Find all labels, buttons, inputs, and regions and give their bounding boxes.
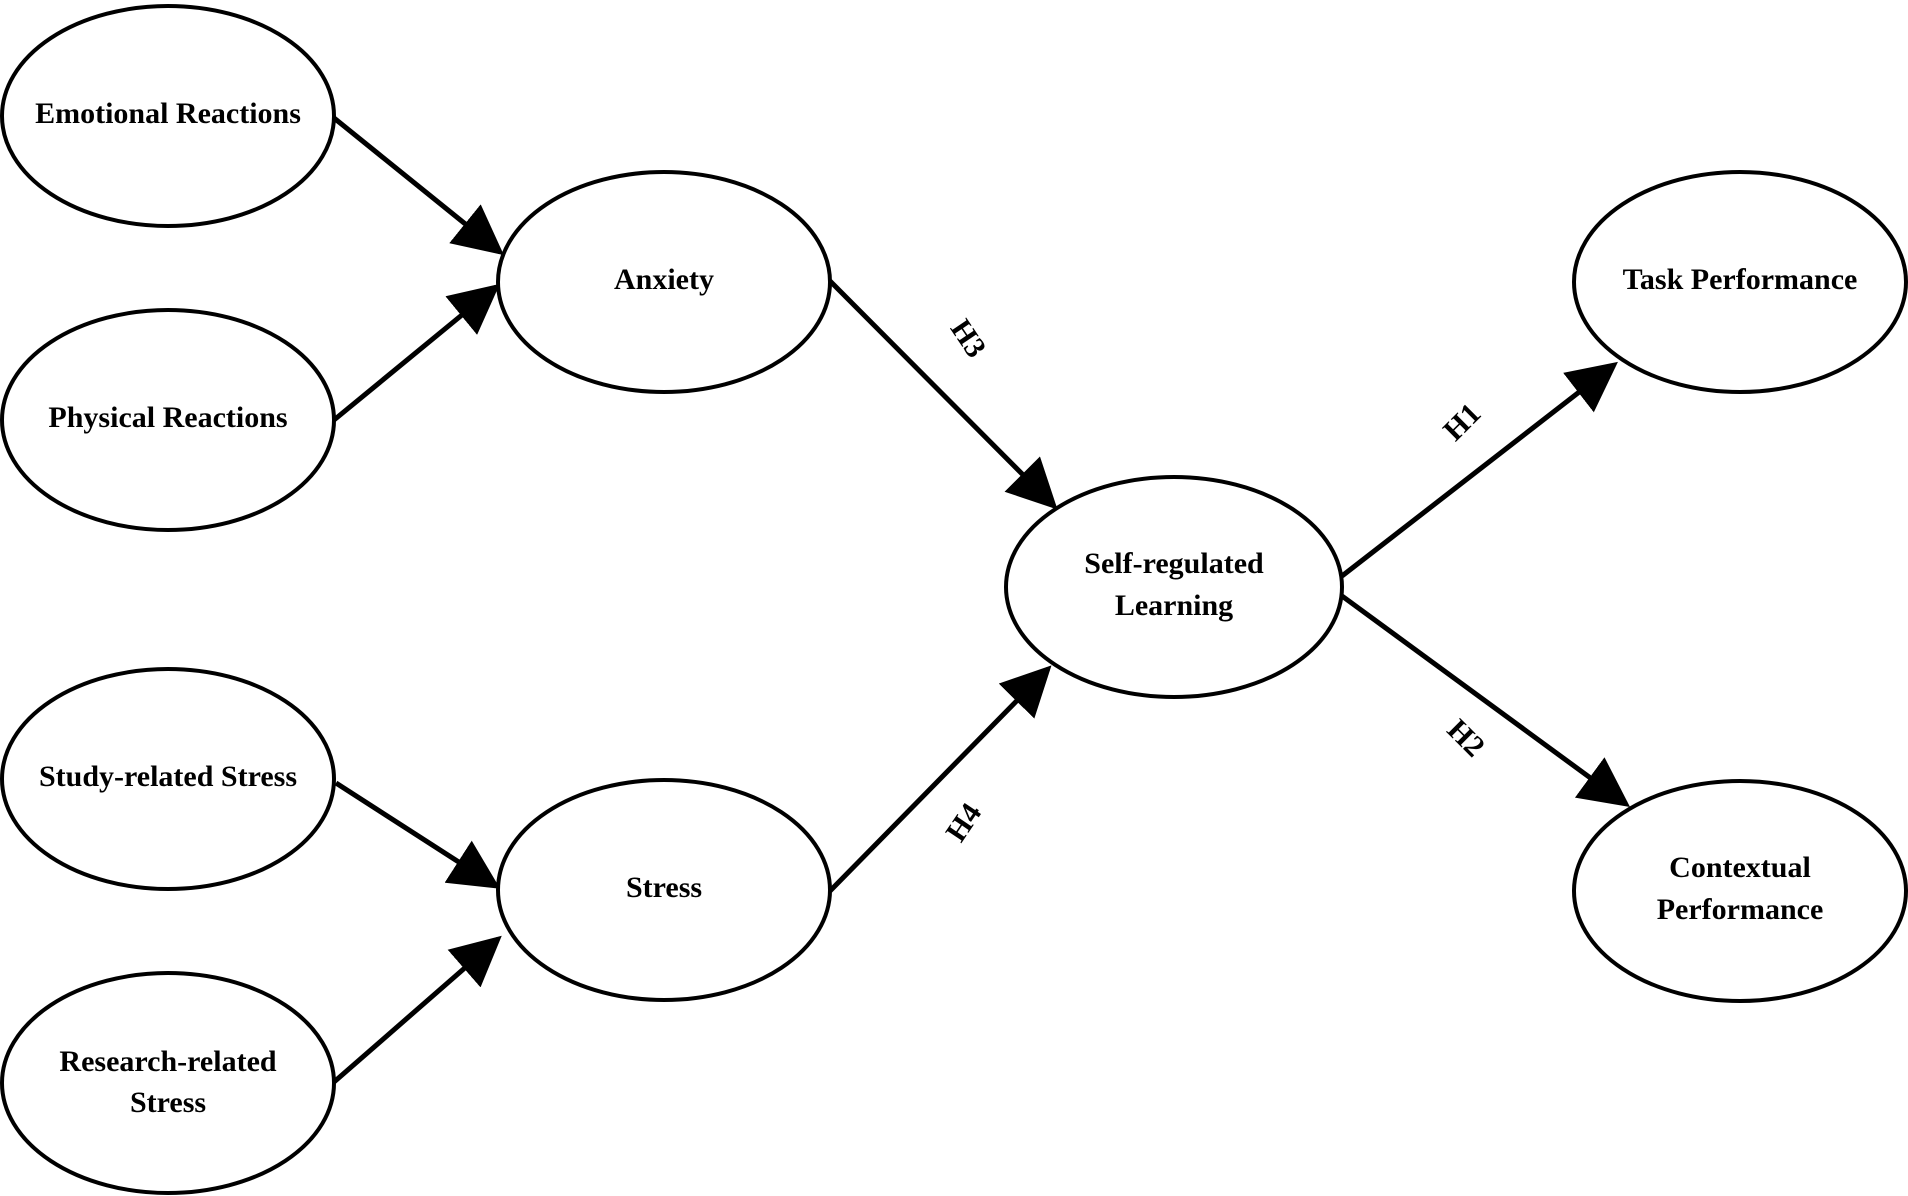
node-task-performance: Task Performance: [1572, 170, 1908, 394]
node-stress: Stress: [496, 778, 832, 1002]
edge-srl-to-contextual: [1340, 593, 1631, 807]
node-self-regulated-learning-ellipse: [1004, 475, 1344, 699]
node-emotional-reactions-label: Emotional Reactions: [35, 97, 301, 130]
edge-anxiety-to-srl: [828, 279, 1058, 510]
edge-study-to-stress: [334, 780, 501, 889]
node-research-related-stress-ellipse: [0, 971, 336, 1195]
node-task-performance-ellipse: [1572, 170, 1908, 394]
node-physical-reactions-label: Physical Reactions: [48, 401, 287, 434]
node-research-related-stress-label-line1: Research-related: [59, 1045, 276, 1078]
node-contextual-performance-ellipse: [1572, 779, 1908, 1003]
edge-emotional-to-anxiety: [332, 116, 504, 256]
node-study-related-stress-ellipse: [0, 667, 336, 891]
node-stress-label: Stress: [626, 871, 702, 904]
node-anxiety: Anxiety: [496, 170, 832, 394]
edge-label-h3: H3: [944, 313, 993, 363]
edge-physical-to-anxiety: [332, 283, 500, 422]
node-anxiety-ellipse: [496, 170, 832, 394]
node-study-related-stress: Study-related Stress: [0, 667, 336, 891]
edge-stress-to-srl: [828, 665, 1052, 893]
node-anxiety-label: Anxiety: [614, 263, 714, 296]
node-self-regulated-learning-label-line2: Learning: [1115, 589, 1233, 622]
edges: [332, 116, 1631, 1084]
node-research-related-stress-label-line2: Stress: [130, 1086, 206, 1119]
node-contextual-performance: Contextual Performance: [1572, 779, 1908, 1003]
edge-srl-to-task: [1340, 361, 1618, 578]
node-self-regulated-learning-label-line1: Self-regulated: [1084, 547, 1264, 580]
node-physical-reactions-ellipse: [0, 308, 336, 532]
node-task-performance-label: Task Performance: [1623, 263, 1858, 296]
node-research-related-stress: Research-related Stress: [0, 971, 336, 1195]
edge-research-to-stress: [332, 935, 502, 1084]
edge-label-h2: H2: [1441, 713, 1491, 763]
node-physical-reactions: Physical Reactions: [0, 308, 336, 532]
edge-label-h1: H1: [1437, 397, 1487, 447]
edge-label-h4: H4: [939, 797, 988, 847]
node-stress-ellipse: [496, 778, 832, 1002]
node-study-related-stress-label: Study-related Stress: [39, 760, 297, 793]
node-emotional-reactions: Emotional Reactions: [0, 4, 336, 228]
node-emotional-reactions-ellipse: [0, 4, 336, 228]
node-contextual-performance-label-line1: Contextual: [1669, 851, 1811, 884]
node-contextual-performance-label-line2: Performance: [1657, 893, 1824, 926]
node-self-regulated-learning: Self-regulated Learning: [1004, 475, 1344, 699]
